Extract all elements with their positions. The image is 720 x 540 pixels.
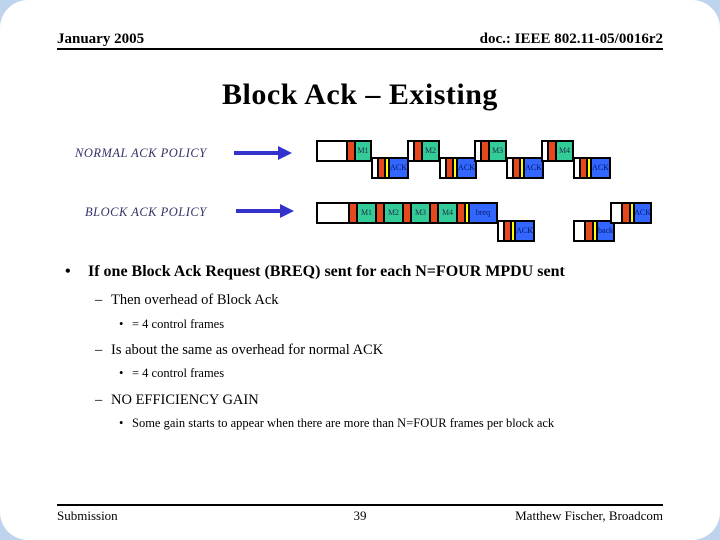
frame-block-back: back [573, 220, 615, 242]
frame-block-ack2: ACK [610, 202, 652, 224]
bullet-marker: – [95, 391, 103, 408]
bullet-item-level-2: –NO EFFICIENCY GAIN [60, 391, 676, 409]
segment-data-label: M4 [555, 140, 574, 162]
slide-title: Block Ack – Existing [222, 78, 498, 111]
footer-page-number: 39 [353, 508, 367, 523]
segment-data-label: M1 [354, 140, 372, 162]
frame-normal-m1: M1 [316, 140, 372, 162]
segment-preamble [316, 202, 350, 224]
segment-data-label: M2 [421, 140, 440, 162]
policy-label-normal: NORMAL ACK POLICY [75, 146, 207, 160]
bullet-marker: • [65, 263, 71, 280]
bullet-text: = 4 control frames [132, 316, 225, 331]
segment-ack-label: breq [468, 202, 498, 224]
segment-data-label: M3 [410, 202, 431, 224]
frame-block-ack1: ACK [497, 220, 535, 242]
bullet-item-level-1: • If one Block Ack Request (BREQ) sent fo… [60, 262, 648, 282]
bullet-item-level-2: –Is about the same as overhead for norma… [60, 341, 676, 359]
policy-label-block: BLOCK ACK POLICY [85, 205, 207, 219]
segment-ack-label: back [596, 220, 615, 242]
segment-ack-label: ACK [523, 157, 544, 179]
bullet-text: Is about the same as overhead for normal… [111, 342, 384, 359]
header-rule [57, 48, 663, 50]
header-doc-number: doc.: IEEE 802.11-05/0016r2 [479, 31, 663, 47]
bullet-marker: • [119, 416, 124, 431]
footer-rule [57, 504, 663, 506]
bullet-text: If one Block Ack Request (BREQ) sent for… [88, 263, 565, 280]
bullet-text: Some gain starts to appear when there ar… [132, 416, 555, 431]
segment-ack-label: ACK [456, 157, 477, 179]
arrow-icon [236, 204, 294, 218]
header-date: January 2005 [57, 31, 145, 47]
bullet-item-level-3: • = 4 control frames [60, 366, 652, 382]
segment-data-label: M2 [383, 202, 404, 224]
segment-data-label: M3 [488, 140, 507, 162]
bullet-marker: – [95, 342, 103, 359]
bullet-marker: • [119, 316, 124, 331]
frame-normal-ack1: ACK [371, 157, 409, 179]
bullet-text: Then overhead of Block Ack [111, 292, 279, 309]
bullet-marker: • [119, 366, 124, 381]
segment-ack-label: ACK [514, 220, 535, 242]
segment-ack-label: ACK [633, 202, 652, 224]
bullet-marker: – [95, 292, 103, 309]
frame-normal-m4: M4 [541, 140, 574, 162]
footer-author: Matthew Fischer, Broadcom [515, 508, 663, 523]
frame-normal-m3: M3 [474, 140, 507, 162]
segment-preamble [316, 140, 348, 162]
frame-normal-ack3: ACK [506, 157, 544, 179]
footer-submission: Submission [57, 508, 118, 523]
bullet-item-level-2: –Then overhead of Block Ack [60, 291, 676, 309]
segment-ack-label: ACK [388, 157, 409, 179]
frame-normal-m2: M2 [407, 140, 440, 162]
bullet-list: • If one Block Ack Request (BREQ) sent fo… [60, 262, 676, 432]
segment-ack-label: ACK [590, 157, 611, 179]
bullet-item-level-3: • = 4 control frames [60, 317, 652, 333]
bullet-item-level-3: • Some gain starts to appear when there a… [60, 416, 652, 432]
bullet-text: NO EFFICIENCY GAIN [111, 391, 259, 408]
segment-data-label: M1 [356, 202, 377, 224]
bullet-text: = 4 control frames [132, 366, 225, 381]
frame-normal-ack2: ACK [439, 157, 477, 179]
segment-data-label: M4 [437, 202, 458, 224]
frame-block-burst: M1 M2 M3 M4 breq [316, 202, 498, 224]
arrow-icon [234, 146, 292, 160]
frame-normal-ack4: ACK [573, 157, 611, 179]
